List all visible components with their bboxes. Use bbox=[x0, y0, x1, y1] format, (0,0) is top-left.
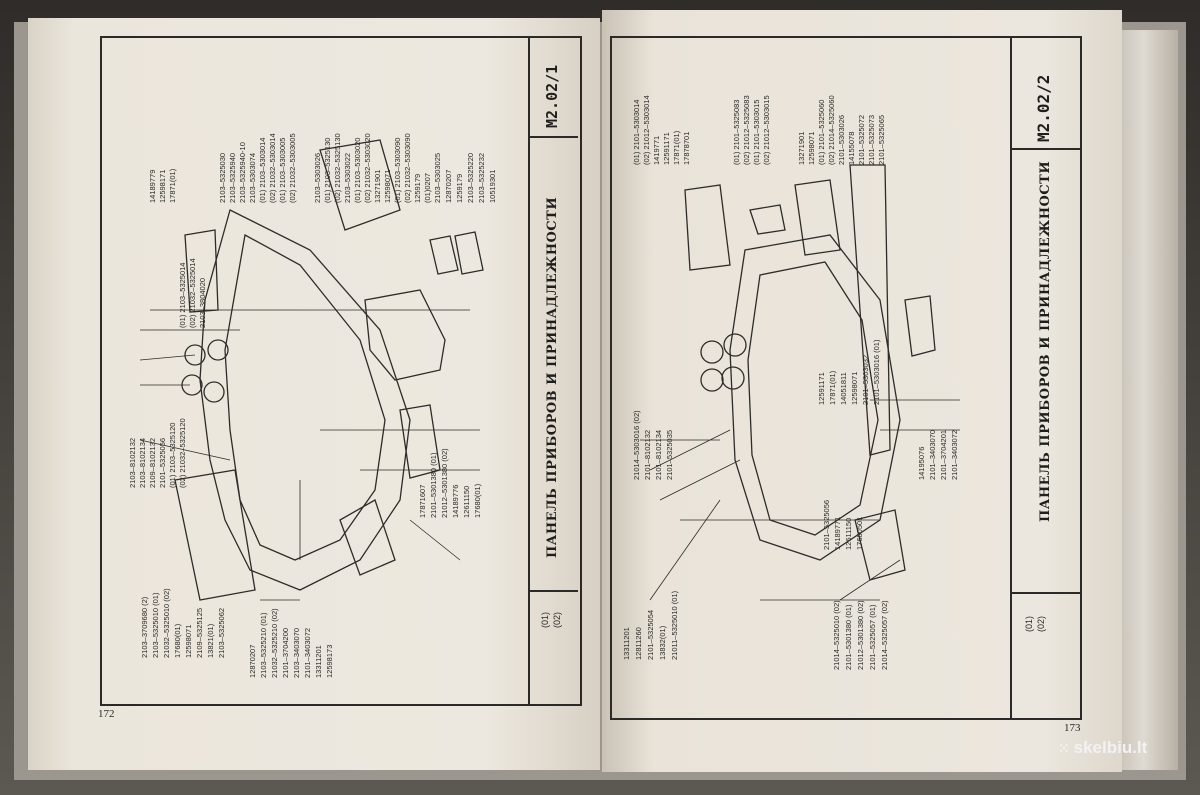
left-cluster-bezel bbox=[174, 469, 256, 601]
right-glovebox bbox=[854, 509, 906, 581]
right-title-divider bbox=[1010, 36, 1012, 718]
right-trim-strip bbox=[849, 164, 891, 456]
left-code-divider bbox=[530, 136, 578, 138]
left-gauge-1 bbox=[184, 344, 206, 366]
right-page-frame bbox=[610, 36, 1082, 720]
left-page: M2.02/1 ПАНЕЛЬ ПРИБОРОВ И ПРИНАДЛЕЖНОСТИ… bbox=[28, 18, 600, 770]
left-page-number: 172 bbox=[98, 708, 115, 720]
right-gauge-2 bbox=[723, 333, 747, 357]
left-console bbox=[364, 289, 446, 381]
right-bracket bbox=[749, 204, 786, 235]
right-legend-divider bbox=[1012, 592, 1080, 594]
right-page-number: 173 bbox=[1064, 722, 1081, 734]
left-dashboard-inner bbox=[224, 233, 386, 561]
left-grille-1 bbox=[429, 235, 459, 275]
left-gauge-2 bbox=[207, 339, 229, 361]
right-gauge-1 bbox=[700, 340, 724, 364]
left-gauge-4 bbox=[203, 381, 225, 403]
watermark: ⁙ skelbiu.lt bbox=[1058, 738, 1147, 758]
right-vent bbox=[794, 179, 841, 256]
right-dashboard-outline bbox=[729, 234, 901, 561]
right-dashboard-inner bbox=[747, 261, 879, 536]
left-glovebox-lid bbox=[339, 499, 396, 576]
left-legend-divider bbox=[530, 590, 578, 592]
left-pocket bbox=[399, 404, 441, 479]
right-gauge-3 bbox=[700, 368, 724, 392]
watermark-dots-icon: ⁙ bbox=[1058, 740, 1074, 756]
left-title-divider bbox=[528, 36, 530, 704]
left-vent bbox=[319, 139, 401, 231]
right-page: M2.02/2 ПАНЕЛЬ ПРИБОРОВ И ПРИНАДЛЕЖНОСТИ… bbox=[602, 10, 1122, 772]
right-code-divider bbox=[1012, 148, 1080, 150]
left-grille-2 bbox=[454, 231, 484, 275]
right-pocket bbox=[904, 295, 936, 357]
watermark-text: skelbiu.lt bbox=[1073, 738, 1148, 757]
right-gauge-4 bbox=[721, 366, 745, 390]
right-cluster-bezel bbox=[684, 184, 731, 271]
left-page-frame bbox=[100, 36, 582, 706]
book-cover-right-edge bbox=[1120, 30, 1178, 770]
